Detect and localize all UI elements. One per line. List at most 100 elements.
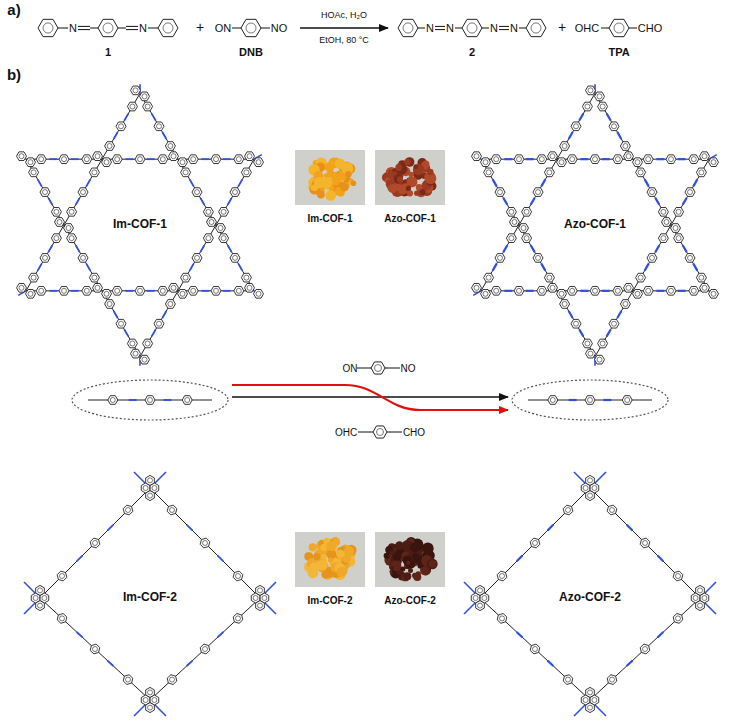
benzene-ring [533,254,543,263]
benzene-ring [586,475,595,485]
aromatic-circle [57,220,62,225]
benzene-ring [123,675,133,685]
benzene-ring [530,538,540,548]
benzene-ring [165,142,175,151]
figure-label: N [490,22,498,34]
imine-bond [114,311,118,318]
benzene-ring [586,703,595,713]
figure-label: b) [7,67,21,84]
powder-grain [340,183,349,192]
aromatic-circle [377,429,384,436]
aromatic-circle [500,616,505,621]
imine-bond [190,179,194,186]
benzene-ring [67,234,77,243]
aromatic-circle [28,160,33,165]
aromatic-circle [148,398,153,403]
benzene-ring [472,152,482,161]
powder-grain [320,544,327,551]
aromatic-circle [592,698,597,703]
imine-bond [86,179,90,186]
benzene-ring [143,102,153,111]
aromatic-circle [550,398,555,403]
benzene-ring [696,168,706,177]
benzene-ring [522,208,532,217]
aromatic-circle [69,236,74,241]
aromatic-circle [664,220,669,225]
linker-bond [26,225,64,291]
aromatic-circle [688,190,693,195]
aromatic-circle [531,23,541,33]
aromatic-circle [661,209,666,214]
aromatic-circle [566,508,571,513]
benzene-ring [607,675,617,685]
imine-bond [76,245,80,252]
linker-bond [178,225,216,291]
benzene-ring [169,283,179,292]
benzene-ring [636,168,646,177]
powder-grain [408,172,413,177]
powder-grain [328,558,333,563]
aromatic-circle [699,275,704,280]
aromatic-circle [473,596,478,601]
aromatic-circle [133,88,138,93]
benzene-ring [700,283,710,292]
aromatic-circle [626,154,631,159]
benzene-ring [613,155,623,164]
aromatic-circle [43,190,48,195]
aromatic-circle [256,291,261,296]
powder-grain [420,189,426,195]
aromatic-circle [183,170,188,175]
benzene-ring [495,254,505,263]
figure-label: + [558,20,566,35]
aromatic-circle [28,291,33,296]
sample-photo [295,532,365,587]
imine-bond [187,525,193,531]
benzene-ring [245,283,255,292]
aromatic-circle [180,160,185,165]
benzene-ring [685,188,695,197]
aromatic-circle [92,170,97,175]
double-bond [499,29,509,30]
aromatic-circle [612,321,617,326]
benzene-ring [234,286,244,295]
benzene-ring [135,286,145,295]
aromatic-circle [170,508,175,513]
aromatic-circle [574,321,579,326]
aromatic-circle [62,288,67,293]
benzene-ring [57,614,67,624]
double-bond [78,26,90,27]
single-bond [629,28,637,29]
azo-bond [541,264,545,271]
aromatic-circle [559,291,564,296]
aromatic-circle [43,23,53,33]
linker-bond [557,291,595,357]
benzene-ring [241,273,251,282]
azo-bond [657,632,663,637]
azo-bond [607,329,611,336]
benzene-ring [491,155,501,164]
imine-bond [107,661,113,666]
powder-grain [406,561,410,565]
benzene-ring [127,102,137,111]
aromatic-circle [214,157,219,162]
benzene-ring [567,286,577,295]
linker-bond [64,225,102,291]
benzene-ring [123,505,133,515]
azo-bond [493,179,497,186]
powder-grain [345,171,351,177]
azo-bond [627,525,633,531]
benzene-ring [182,396,192,405]
powder-grain [390,565,395,570]
figure-label: ON [215,22,232,34]
aromatic-circle [588,398,593,403]
aromatic-circle [191,288,196,293]
aromatic-circle [145,104,150,109]
benzene-ring [158,286,168,295]
benzene-ring [89,168,99,177]
azo-bond [517,556,523,562]
benzene-ring [537,155,547,164]
benzene-ring [586,349,596,358]
aromatic-circle [676,209,681,214]
benzene-ring [506,208,516,217]
benzene-ring [146,475,155,485]
